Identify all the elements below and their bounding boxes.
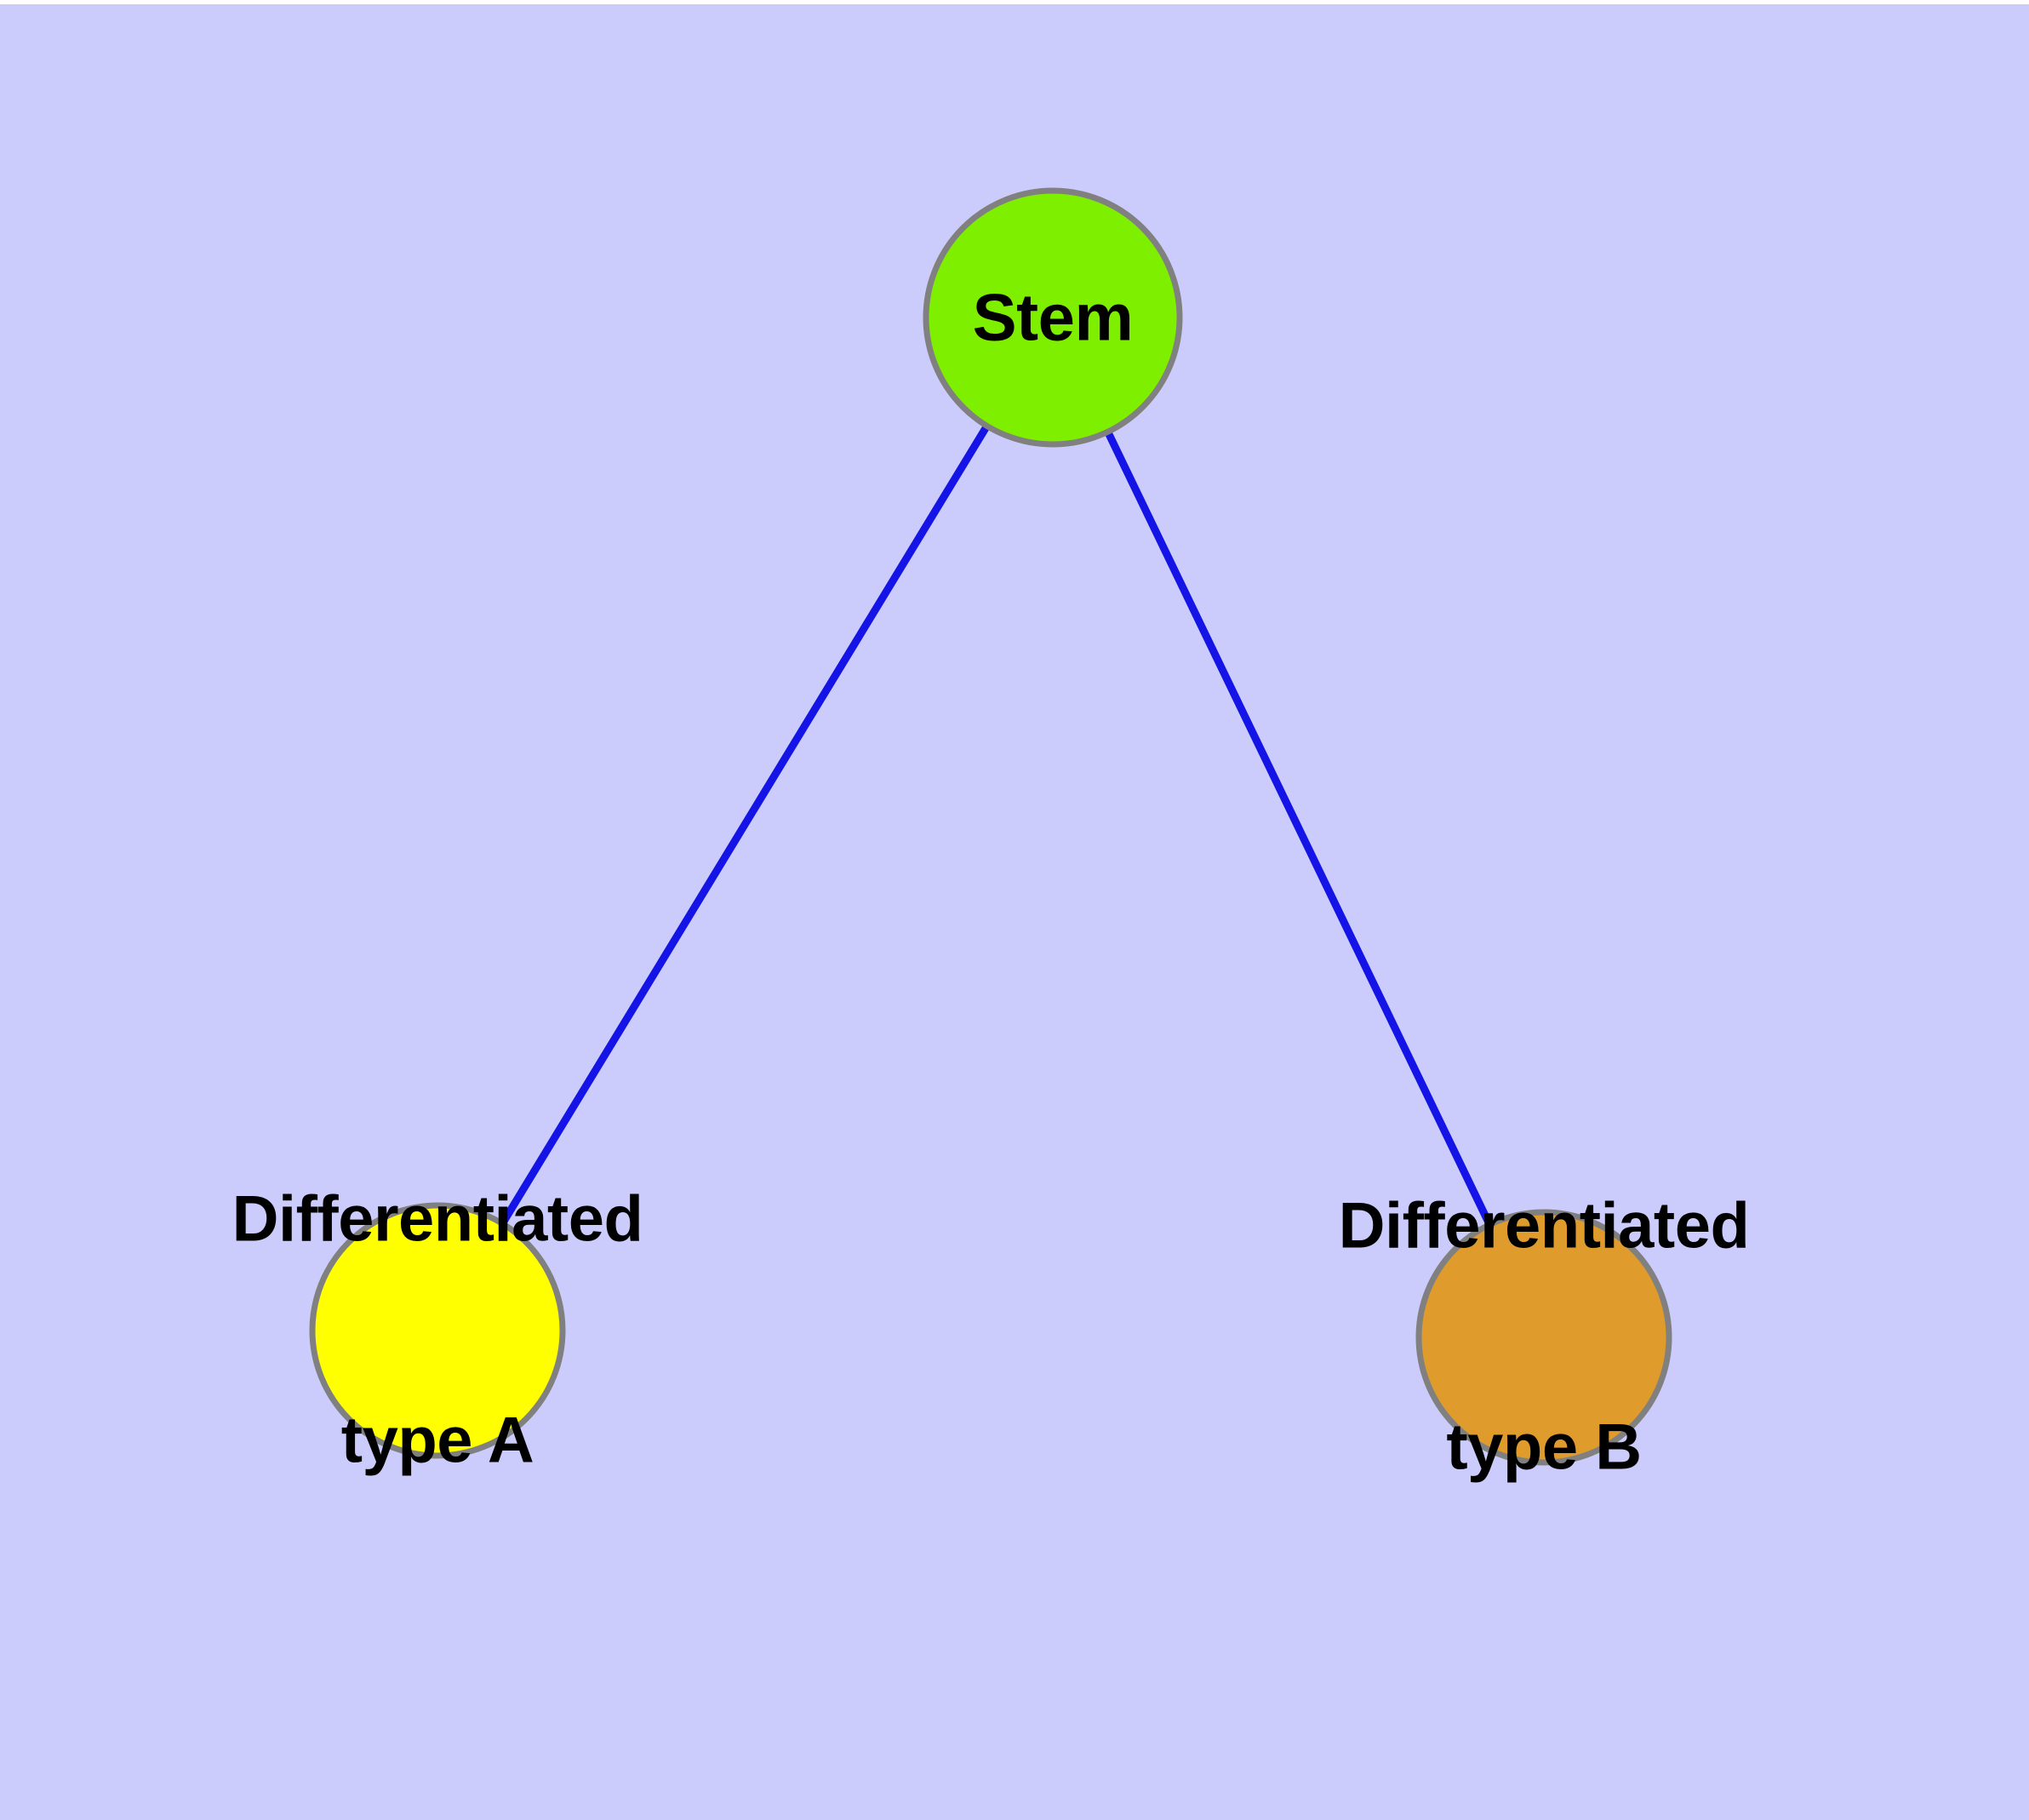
node-layer [309,187,1672,1466]
edge-layer [433,313,1548,1342]
node-differentiated-type-a[interactable] [309,1202,566,1459]
node-stem[interactable] [923,187,1183,448]
node-differentiated-type-b[interactable] [1415,1209,1672,1466]
edge-stem-to-differentiated-type-a[interactable] [433,313,1057,1335]
edge-stem-to-differentiated-type-b[interactable] [1049,313,1548,1342]
